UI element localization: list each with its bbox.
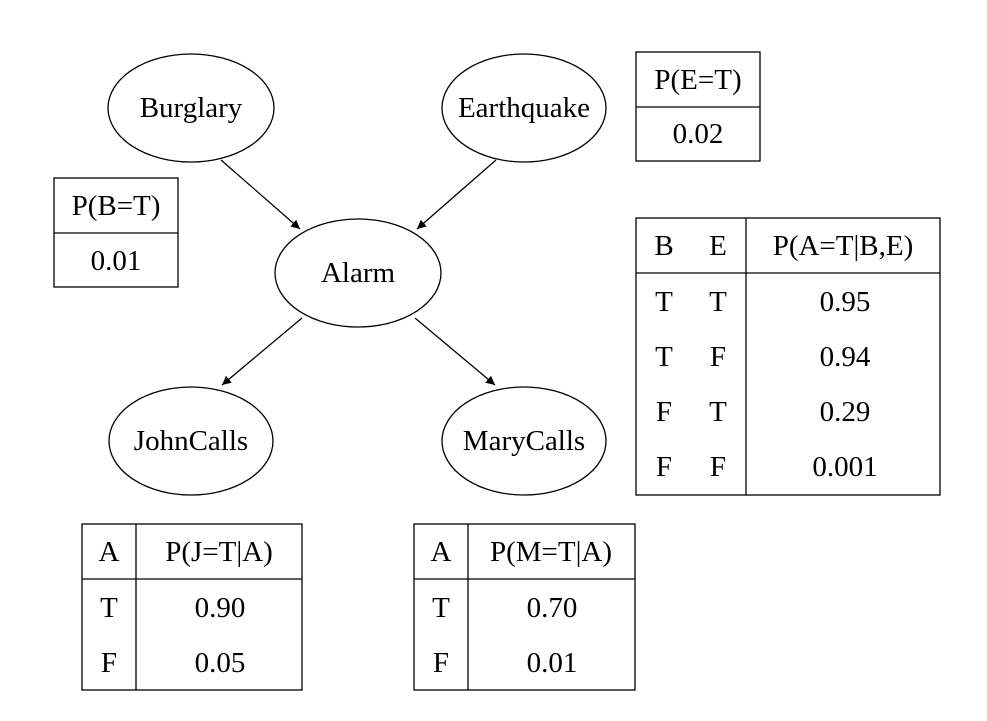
cpt-marycalls: A P(M=T|A) T 0.70 F 0.01 [413,523,636,691]
node-burglary-label: Burglary [140,92,243,124]
cpt-marycalls-row1-prob: 0.70 [527,592,578,624]
node-earthquake-label: Earthquake [458,92,590,124]
cpt-alarm-row3-b: F [656,396,672,428]
cpt-johncalls-header-prob: P(J=T|A) [165,536,273,568]
node-burglary: Burglary [107,53,275,163]
node-johncalls: JohnCalls [108,386,274,496]
cpt-alarm-row1-b: T [655,286,673,318]
edge-alarm-johncalls [221,317,303,386]
cpt-marycalls-row1-a: T [432,592,450,624]
cpt-alarm-row3-prob: 0.29 [820,396,871,428]
cpt-marycalls-border [413,523,636,691]
cpt-marycalls-header-a: A [431,536,452,568]
node-marycalls-ellipse [441,386,607,496]
cpt-alarm: B E P(A=T|B,E) T T 0.95 T F 0.94 F T 0.2… [635,217,941,496]
cpt-marycalls-row2-prob: 0.01 [527,647,578,679]
cpt-alarm-header-b: B [654,230,673,262]
cpt-earthquake: P(E=T) 0.02 [635,51,761,162]
cpt-johncalls-row1-prob: 0.90 [195,592,246,624]
cpt-alarm-row1-prob: 0.95 [820,286,871,318]
node-johncalls-ellipse [108,386,274,496]
cpt-alarm-border [635,217,941,496]
cpt-burglary-header: P(B=T) [72,190,161,222]
edge-burglary-alarm [220,159,301,230]
node-earthquake: Earthquake [441,53,607,163]
cpt-johncalls-row2-prob: 0.05 [195,647,246,679]
node-alarm-label: Alarm [321,257,396,289]
cpt-johncalls-border [81,523,303,691]
node-alarm-ellipse [274,218,442,328]
cpt-johncalls-header-a: A [99,536,120,568]
cpt-alarm-row3-e: T [709,396,727,428]
cpt-alarm-row4-e: F [710,451,726,483]
cpt-alarm-header-prob: P(A=T|B,E) [773,230,914,262]
cpt-johncalls-row1-a: T [100,592,118,624]
node-johncalls-label: JohnCalls [134,425,248,457]
cpt-alarm-row1-e: T [709,286,727,318]
cpt-alarm-row2-e: F [710,341,726,373]
node-marycalls: MaryCalls [441,386,607,496]
cpt-alarm-row4-prob: 0.001 [812,451,877,483]
node-alarm: Alarm [274,218,442,328]
edges [220,159,497,386]
cpt-alarm-header-e: E [709,230,727,262]
cpt-marycalls-row2-a: F [433,647,449,679]
cpt-burglary: P(B=T) 0.01 [53,177,179,288]
edge-alarm-marycalls [414,317,496,386]
cpt-earthquake-header: P(E=T) [654,64,741,96]
cpt-johncalls-row2-a: F [101,647,117,679]
cpt-johncalls: A P(J=T|A) T 0.90 F 0.05 [81,523,303,691]
cpt-alarm-row2-prob: 0.94 [820,341,871,373]
cpt-earthquake-value: 0.02 [673,118,724,150]
edge-earthquake-alarm [416,159,497,230]
node-marycalls-label: MaryCalls [463,425,585,457]
cpt-marycalls-header-prob: P(M=T|A) [490,536,612,568]
cpt-alarm-row2-b: T [655,341,673,373]
node-burglary-ellipse [107,53,275,163]
node-earthquake-ellipse [441,53,607,163]
cpt-alarm-row4-b: F [656,451,672,483]
cpt-burglary-value: 0.01 [91,245,142,277]
